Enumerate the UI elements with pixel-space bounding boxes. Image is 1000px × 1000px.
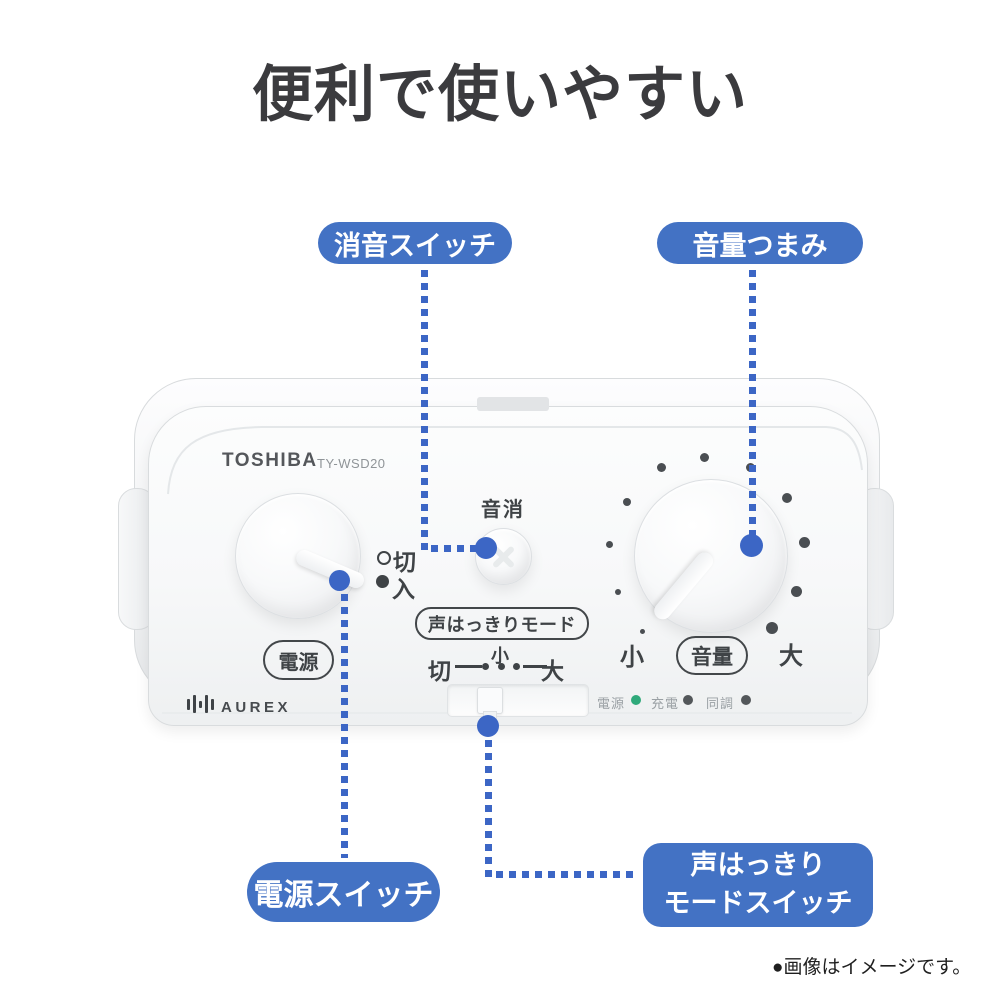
- volume-max-label: 大: [779, 643, 803, 670]
- volume-scale-dot: [615, 589, 621, 595]
- indicator-sync-label: 同調: [706, 696, 735, 711]
- callout-mute-switch: 消音スイッチ: [318, 222, 512, 264]
- indicator-charge-led-icon: [683, 695, 693, 705]
- volume-scale-dot: [799, 537, 810, 548]
- mode-scale-dot: [513, 663, 520, 670]
- volume-scale-dot: [640, 629, 645, 634]
- mute-leader-line: [421, 270, 428, 552]
- callout-volume-knob: 音量つまみ: [657, 222, 863, 264]
- image-disclaimer: ●画像はイメージです。: [772, 957, 972, 978]
- mode-panel-label: 声はっきりモード: [415, 607, 589, 640]
- volume-leader-line: [749, 270, 756, 536]
- volume-scale-dot: [791, 586, 802, 597]
- power-off-label: 切: [393, 549, 416, 575]
- volume-leader-dot: [740, 534, 763, 557]
- mode-scale-line: [523, 665, 547, 668]
- brand-logo: TOSHIBA: [222, 450, 318, 471]
- indicator-charge-label: 充電: [651, 696, 680, 711]
- power-on-mark-icon: [376, 575, 389, 588]
- power-knob-label: 電源: [263, 640, 334, 680]
- mode-scale-dot: [482, 663, 489, 670]
- callout-power-switch: 電源スイッチ: [247, 862, 440, 922]
- power-on-label: 入: [392, 576, 415, 602]
- indicator-sync-led-icon: [741, 695, 751, 705]
- mode-slider-track: [447, 684, 589, 717]
- mode-scale-dot: [498, 663, 505, 670]
- mute-leader-line: [431, 545, 476, 552]
- power-leader-dot: [329, 570, 350, 591]
- mode-off-label: 切: [428, 658, 451, 684]
- indicator-power-led-icon: [631, 695, 641, 705]
- mode-high-label: 大: [541, 658, 564, 684]
- callout-mode-switch-line2: モードスイッチ: [663, 888, 853, 918]
- volume-scale-dot: [606, 541, 613, 548]
- mode-slider[interactable]: [477, 687, 503, 714]
- page-title: 便利で使いやすい: [251, 60, 748, 128]
- mute-button-label: 音消: [481, 499, 525, 521]
- volume-scale-dot: [766, 622, 778, 634]
- mode-leader-line: [496, 871, 638, 878]
- volume-scale-dot: [657, 463, 666, 472]
- device-top-tab: [477, 397, 549, 411]
- mute-leader-dot: [475, 537, 497, 559]
- mode-low-label: 小: [491, 646, 509, 666]
- callout-mode-switch-line1: 声はっきり: [690, 850, 826, 881]
- model-number: TY-WSD20: [317, 456, 386, 471]
- power-leader-line: [341, 594, 348, 858]
- mode-scale-line: [455, 665, 482, 668]
- volume-min-label: 小: [620, 644, 644, 671]
- aurex-logo: AUREX: [221, 699, 292, 716]
- volume-scale-dot: [700, 453, 709, 462]
- volume-scale-dot: [623, 498, 631, 506]
- aurex-waveform-icon: [187, 694, 214, 714]
- volume-knob-label: 音量: [676, 636, 748, 675]
- power-off-mark-icon: [377, 551, 391, 565]
- mode-leader-dot: [477, 715, 499, 737]
- volume-scale-dot: [782, 493, 792, 503]
- mode-leader-line: [485, 740, 492, 878]
- indicator-power-label: 電源: [597, 696, 626, 711]
- callout-mode-switch: 声はっきり モードスイッチ: [643, 843, 873, 927]
